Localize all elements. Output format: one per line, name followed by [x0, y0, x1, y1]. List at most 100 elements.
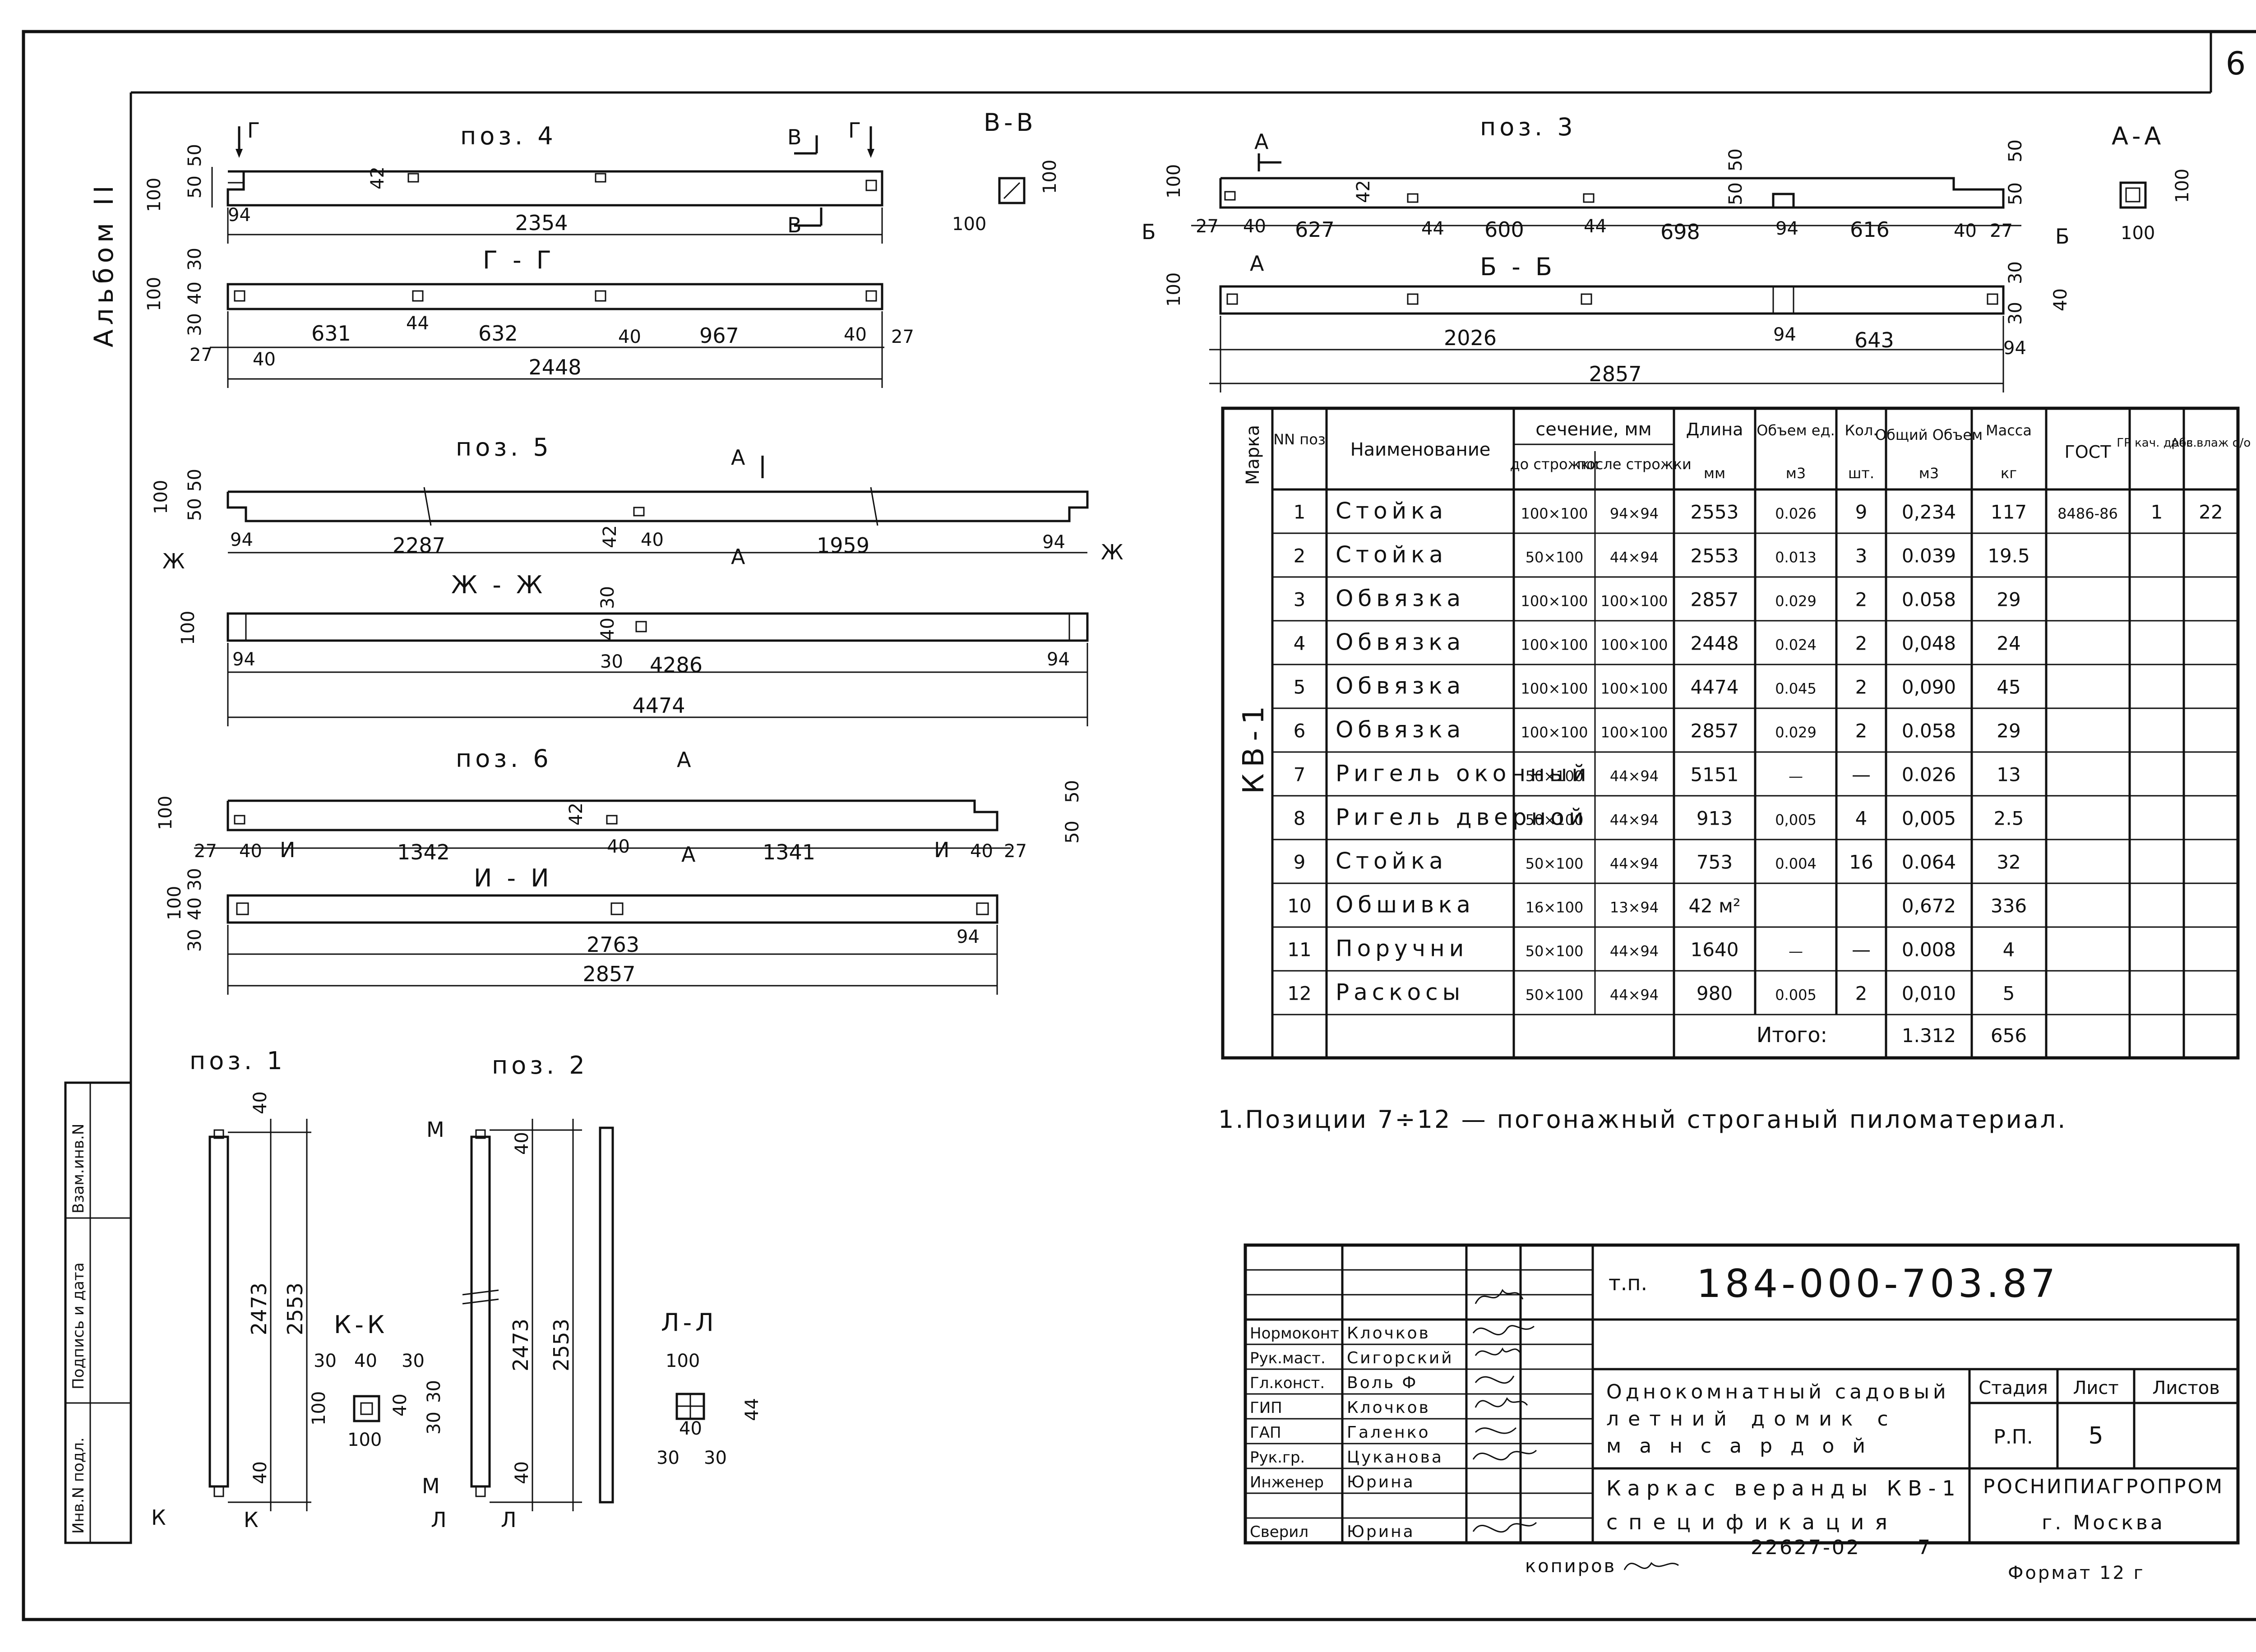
poz6-mark-i-right: И: [934, 838, 949, 862]
poz2-dim-40b: 40: [512, 1461, 532, 1484]
poz3-dim-600: 600: [1484, 217, 1524, 242]
table-cell-len: 2857: [1691, 720, 1739, 742]
table-cell-gost: 8486-86: [2057, 505, 2118, 522]
th-section-before: до строжки: [1510, 456, 1599, 473]
poz6-title: поз. 6: [456, 744, 552, 773]
table-cell-after: 44×94: [1610, 768, 1659, 785]
poz4-gg-dim-30a: 30: [185, 248, 205, 271]
poz4-dim-94: 94: [228, 205, 251, 226]
poz2-ll-title: Л-Л: [661, 1308, 717, 1337]
poz1-kk-title: К-К: [334, 1311, 388, 1339]
view-poz4: поз. 4 Г Г В В 50 50 100 42 94 2354 Г - …: [144, 108, 1060, 388]
poz4-dim-100: 100: [144, 178, 165, 212]
table-cell-after: 100×100: [1601, 593, 1668, 610]
table-cell-qty: 2: [1855, 720, 1868, 742]
poz5-dim-42: 42: [600, 525, 620, 548]
table-cell-n: 9: [1294, 851, 1306, 873]
table-cell-total: 0.008: [1902, 939, 1956, 961]
tb-role: Гл.конст.: [1250, 1374, 1325, 1392]
table-cell-len: 913: [1697, 808, 1733, 830]
table-cell-after: 94×94: [1610, 505, 1659, 522]
table-cell-before: 50×100: [1526, 549, 1584, 566]
tb-person: Воль Ф: [1347, 1374, 1418, 1392]
poz5-dim-2287: 2287: [393, 533, 445, 558]
table-cell-mass: 32: [1997, 851, 2020, 873]
table-cell-qty: 4: [1855, 808, 1868, 830]
table-cell-after: 13×94: [1610, 899, 1659, 916]
poz6-dim-27a: 27: [194, 841, 217, 862]
poz6-ii-dim-100: 100: [164, 886, 185, 920]
poz4-vv-dim-100v: 100: [1040, 160, 1060, 194]
poz5-zz-dim-94b: 94: [1047, 649, 1070, 670]
th-vol-unit: Объем ед.: [1757, 422, 1835, 439]
poz3-bb-dim-94b: 94: [2003, 338, 2026, 359]
view-poz5: поз. 5 А 100 50 50 94 2287 42 40 А 1959 …: [151, 433, 1123, 726]
table-cell-vol: 0.024: [1775, 637, 1817, 654]
table-cell-total: 0.026: [1902, 764, 1956, 786]
th-moist: Абс влаж о/о: [2171, 436, 2251, 450]
poz6-dim-1341: 1341: [763, 840, 815, 864]
poz5-zz-dim-40: 40: [597, 618, 618, 641]
table-cell-len: 42 м²: [1688, 895, 1740, 917]
table-cell-before: 100×100: [1521, 724, 1588, 741]
th-gost: ГОСТ: [2065, 442, 2112, 462]
poz2-title: поз. 2: [492, 1051, 588, 1080]
poz1-kk-dim-100h: 100: [347, 1430, 382, 1450]
marka-kv1: КВ-1: [1237, 700, 1271, 794]
poz2-mark-l-left: Л: [431, 1508, 447, 1532]
poz3-title: поз. 3: [1480, 113, 1576, 141]
poz4-gg-dim-44: 44: [406, 313, 429, 334]
table-cell-moist: 22: [2199, 501, 2223, 523]
table-cell-mass: 117: [1991, 501, 2027, 523]
table-cell-mass: 45: [1997, 676, 2020, 698]
table-cell-mass: 19.5: [1988, 545, 2030, 567]
poz3-mark-b-right: Б: [2055, 224, 2070, 249]
table-cell-before: 100×100: [1521, 593, 1588, 610]
poz5-zz-dim-30a: 30: [597, 586, 618, 609]
table-cell-len: 753: [1697, 851, 1733, 873]
poz3-bb-dim-30a: 30: [2005, 261, 2026, 284]
table-cell-vol: 0.045: [1775, 680, 1817, 697]
th-vol-unit-m: м3: [1786, 465, 1806, 482]
poz1-mark-k-right: К: [244, 1508, 259, 1532]
outer-frame: [22, 30, 2256, 1621]
poz2-dim-2553: 2553: [549, 1319, 573, 1371]
poz4-vv-title: В-В: [984, 108, 1037, 137]
table-cell-n: 10: [1287, 895, 1311, 917]
poz1-kk-dim-30c: 30: [424, 1380, 444, 1403]
poz2-ll-dim-44: 44: [742, 1398, 763, 1421]
table-cell-name: Ригель оконный: [1336, 761, 1591, 787]
view-poz6: поз. 6 А 100 27 40 И 1342 42 40 А 1341 И…: [155, 744, 1083, 995]
table-cell-total: 0,090: [1902, 676, 1956, 698]
poz6-ii-dim-94: 94: [957, 927, 980, 947]
album-label: Альбом II: [88, 181, 119, 347]
table-cell-qty: —: [1852, 764, 1871, 786]
total-label: Итого:: [1757, 1023, 1827, 1047]
table-cell-name: Обвязка: [1336, 673, 1465, 699]
poz1-dim-2473: 2473: [247, 1283, 271, 1335]
poz4-gg-dim-631: 631: [311, 321, 351, 346]
th-section: сечение, мм: [1535, 419, 1651, 440]
poz3-mark-b-left: Б: [1142, 220, 1156, 244]
poz6-dim-50b: 50: [1062, 780, 1083, 803]
table-cell-total: 0.064: [1902, 851, 1956, 873]
view-poz3: поз. 3 А 100 42 50 50 50 50 27 40 627 44…: [1142, 113, 2193, 392]
table-cell-after: 44×94: [1610, 943, 1659, 960]
sheet-title-line1: Каркас веранды КВ-1: [1606, 1476, 1962, 1500]
poz1-dim-40a: 40: [250, 1091, 271, 1114]
table-cell-total: 0.058: [1902, 589, 1956, 611]
signatures: [1472, 1289, 1537, 1533]
poz3-bb-dim-643: 643: [1854, 328, 1894, 352]
th-length-unit: мм: [1704, 465, 1725, 482]
poz5-mark-a-bottom: А: [731, 545, 745, 569]
poz5-dim-1959: 1959: [817, 533, 869, 558]
view-poz1: поз. 1 40 2473 2553 40 К К К-К 30 40 30 …: [151, 1047, 444, 1532]
poz3-aa-dim-100v: 100: [2172, 169, 2193, 203]
footer-format: Формат 12 г: [2008, 1563, 2145, 1583]
poz3-aa-title: А-А: [2112, 122, 2164, 150]
poz2-mark-l-right: Л: [501, 1508, 517, 1532]
table-cell-name: Стойка: [1336, 848, 1447, 874]
poz4-title: поз. 4: [460, 122, 557, 150]
poz3-dim-50a: 50: [1725, 148, 1746, 171]
